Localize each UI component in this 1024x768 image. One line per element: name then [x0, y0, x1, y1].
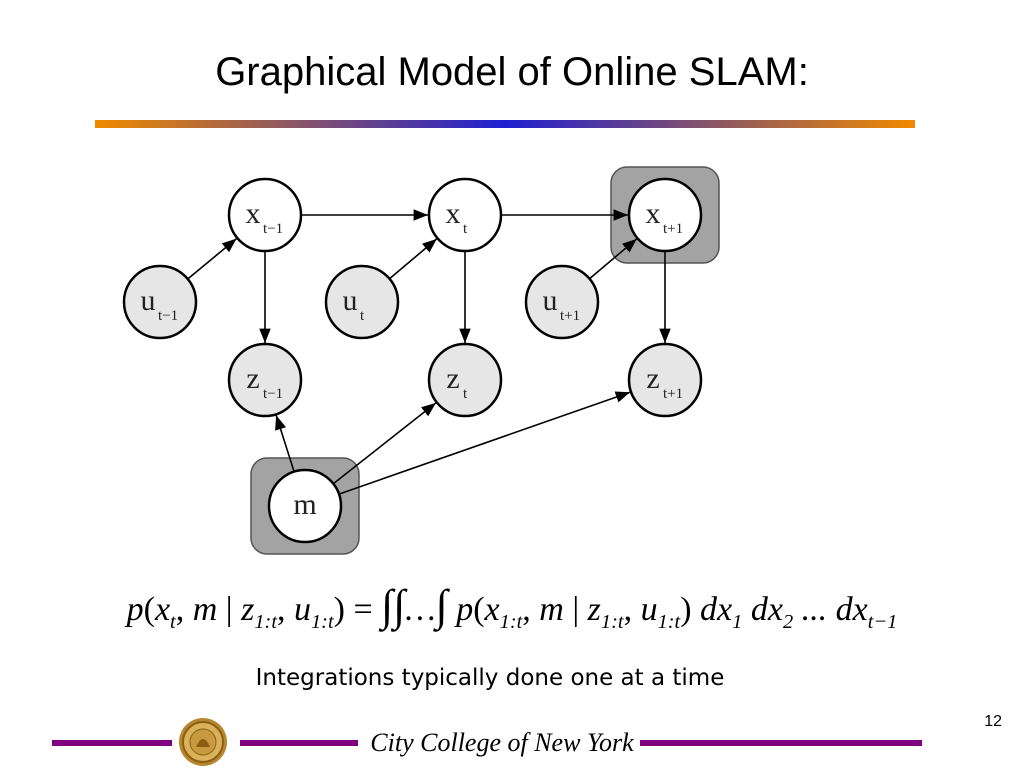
node-circle-m	[267, 468, 343, 544]
node-m: m	[267, 468, 343, 544]
footer-line-mid	[240, 740, 358, 746]
node-label-u_prev: u	[141, 284, 156, 317]
edge-u_next-to-x_next	[588, 238, 638, 280]
node-subscript-x_next: t+1	[663, 221, 683, 237]
node-subscript-x_prev: t−1	[263, 221, 283, 237]
node-circle-u_t	[324, 264, 400, 340]
node-label-z_next: z	[646, 362, 659, 395]
node-label-x_next: x	[646, 197, 661, 230]
edge-u_t-to-x_t	[388, 238, 438, 280]
edge-m-to-z_t	[332, 402, 437, 485]
node-subscript-x_t: t	[463, 221, 468, 237]
node-circle-z_next	[627, 342, 703, 418]
node-circle-x_t	[427, 177, 503, 253]
node-subscript-u_prev: t−1	[158, 308, 178, 324]
node-label-z_prev: z	[246, 362, 259, 395]
node-label-u_next: u	[543, 284, 558, 317]
node-circle-x_next	[627, 177, 703, 253]
footer-line-right	[640, 740, 922, 746]
footer-line-left	[52, 740, 172, 746]
node-subscript-u_t: t	[360, 308, 365, 324]
online-slam-formula: p(xt, m | z1:t, u1:t) = ∫∫…∫ p(x1:t, m |…	[126, 581, 898, 633]
college-seal-icon	[179, 718, 227, 766]
node-circle-z_prev	[227, 342, 303, 418]
slide-title: Graphical Model of Online SLAM:	[215, 50, 809, 94]
node-subscript-z_t: t	[463, 386, 468, 402]
title-gradient-bar	[95, 120, 915, 128]
node-label-x_prev: x	[246, 197, 261, 230]
node-subscript-u_next: t+1	[560, 308, 580, 324]
page-number: 12	[984, 713, 1002, 730]
edge-m-to-z_prev	[275, 415, 295, 472]
node-subscript-z_next: t+1	[663, 386, 683, 402]
node-label-z_t: z	[446, 362, 459, 395]
node-label-u_t: u	[343, 284, 358, 317]
node-circle-u_prev	[122, 264, 198, 340]
formula-caption: Integrations typically done one at a tim…	[255, 665, 725, 691]
node-label-x_t: x	[446, 197, 461, 230]
edge-m-to-z_next	[338, 391, 631, 495]
node-label-m: m	[293, 488, 316, 521]
edge-u_prev-to-x_prev	[187, 237, 238, 280]
node-circle-z_t	[427, 342, 503, 418]
node-subscript-z_prev: t−1	[263, 386, 283, 402]
node-circle-x_prev	[227, 177, 303, 253]
footer-college-name: City College of New York	[370, 728, 634, 757]
node-circle-u_next	[524, 264, 600, 340]
